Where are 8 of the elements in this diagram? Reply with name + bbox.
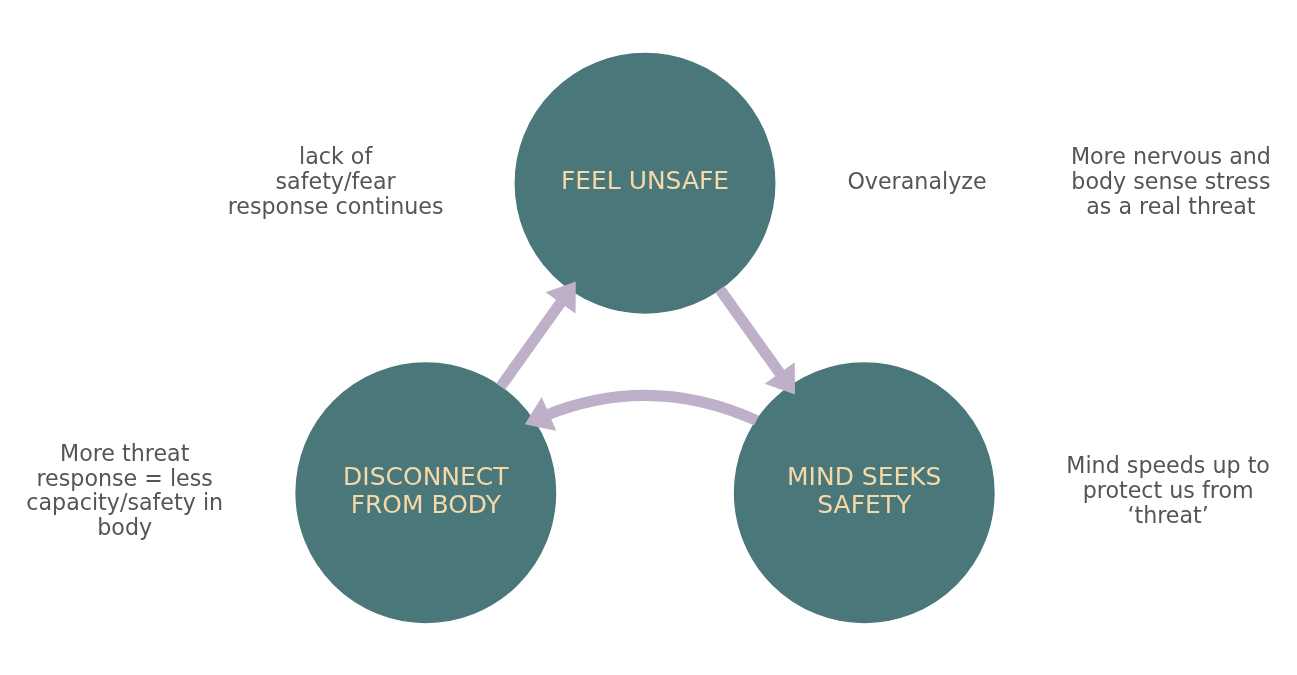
label: lack of safety/fear response continues xyxy=(227,142,444,219)
label: Overanalyze xyxy=(847,167,987,194)
arrow xyxy=(524,389,759,431)
arrow xyxy=(496,280,576,390)
arrow xyxy=(715,285,795,394)
label: More threat response = less capacity/safety in body xyxy=(26,439,224,540)
label: Mind speeds up to protect us from ‘threat’ xyxy=(1066,451,1270,528)
label: More nervous and body sense stress as a real threat xyxy=(1070,142,1271,219)
